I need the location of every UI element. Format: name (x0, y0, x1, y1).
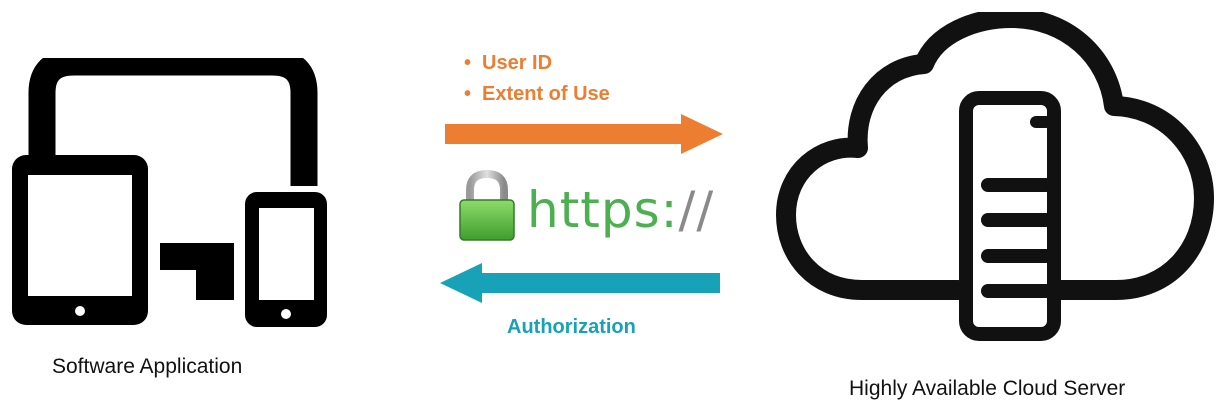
cloud-server-label: Highly Available Cloud Server (849, 377, 1126, 400)
https-scheme: https: (527, 181, 679, 239)
bullet-user-id: • User ID (464, 48, 610, 79)
request-bullet-list: • User ID • Extent of Use (464, 48, 610, 110)
devices-icon (12, 58, 327, 327)
https-slashes: // (678, 181, 715, 239)
bullet-glyph: • (464, 52, 472, 74)
bullet-glyph: • (464, 83, 472, 105)
cloud-server-icon (776, 12, 1214, 341)
bullet-extent-of-use: • Extent of Use (464, 79, 610, 110)
bullet-extent-of-use-text: Extent of Use (482, 83, 610, 105)
authorization-arrow-icon (440, 263, 720, 303)
software-application-label: Software Application (52, 355, 243, 378)
https-label: https:// (527, 182, 714, 238)
padlock-icon (459, 170, 515, 241)
authorization-label: Authorization (507, 316, 636, 338)
request-arrow-icon (445, 114, 723, 154)
bullet-user-id-text: User ID (482, 52, 553, 74)
